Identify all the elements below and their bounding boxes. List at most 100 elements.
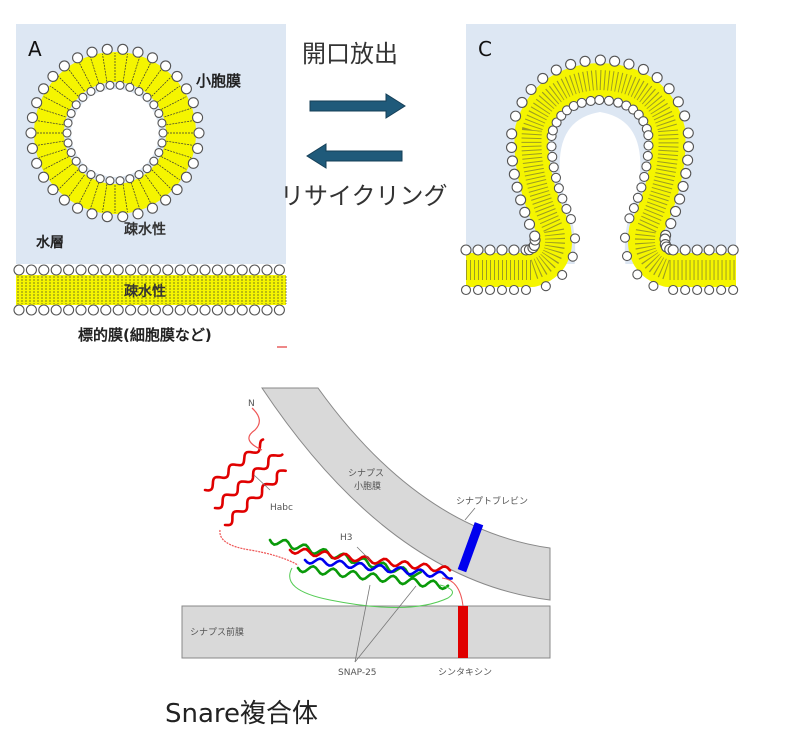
lipid-head xyxy=(63,138,73,148)
lipid-head xyxy=(137,304,149,316)
lipid-head xyxy=(112,304,124,316)
lipid-tail xyxy=(35,140,64,146)
target-hydrophobic-core xyxy=(16,275,286,305)
lipid-head xyxy=(95,174,105,184)
lipid-head xyxy=(25,127,37,139)
lipid-head xyxy=(95,82,105,92)
target-membrane xyxy=(13,264,287,316)
lipid-head xyxy=(585,95,596,106)
recycling-arrow-icon xyxy=(306,143,403,169)
lipid-head xyxy=(31,97,43,109)
lipid-head xyxy=(525,83,537,96)
vesicle-membrane-label: 小胞膜 xyxy=(196,72,241,90)
lipid-head xyxy=(63,118,73,128)
lipid-head xyxy=(550,172,562,183)
lipid-head xyxy=(78,92,88,102)
lipid-tail xyxy=(67,174,85,198)
lipid-head xyxy=(71,100,81,110)
target-hydrophobic-label: 疎水性 xyxy=(124,283,166,300)
lipid-head xyxy=(727,244,739,256)
lipid-head xyxy=(47,70,59,82)
lipid-head xyxy=(134,170,144,180)
lipid-head xyxy=(149,304,161,316)
lipid-head xyxy=(569,233,581,244)
lipid-head xyxy=(50,304,62,316)
lipid-tail xyxy=(89,56,100,84)
lipid-head xyxy=(579,55,591,67)
lipid-head xyxy=(87,304,99,316)
lipid-head xyxy=(162,304,174,316)
lipid-tail xyxy=(58,76,79,97)
lipid-head xyxy=(125,174,135,184)
synaptobrevin-callout xyxy=(464,507,476,521)
lipid-tail xyxy=(50,163,74,181)
snap25-callout-2 xyxy=(354,585,417,663)
lipid-head xyxy=(632,269,643,280)
lipid-head xyxy=(519,206,531,218)
lipid-head xyxy=(641,161,652,172)
lipid-head xyxy=(192,142,204,154)
lipid-head xyxy=(63,264,75,276)
lipid-head xyxy=(26,142,38,154)
lipid-tail xyxy=(67,68,85,92)
lipid-head xyxy=(86,208,98,220)
lipid-head xyxy=(682,141,695,153)
fusion-hydrophobic-core xyxy=(466,63,736,287)
vesicle-hydrophobic-label: 疎水性 xyxy=(124,221,166,238)
lipid-tail xyxy=(161,96,187,110)
lipid-head xyxy=(38,171,50,183)
lipid-head xyxy=(472,284,484,296)
lipid-head xyxy=(561,203,572,214)
lipid-head xyxy=(672,96,684,108)
lipid-head xyxy=(101,211,113,223)
lipid-head xyxy=(594,54,606,66)
lipid-head xyxy=(484,244,496,256)
habc-helix xyxy=(223,469,287,527)
fusion-pore-lumen xyxy=(559,112,641,300)
lipid-tail xyxy=(130,182,141,210)
lipid-head xyxy=(508,244,520,256)
lipid-head xyxy=(668,284,679,296)
lipid-head xyxy=(187,97,199,109)
lipid-head xyxy=(547,125,558,136)
lipid-tail xyxy=(138,179,152,205)
lipid-head xyxy=(162,264,174,276)
lipid-head xyxy=(648,280,659,291)
lipid-head xyxy=(105,80,115,90)
lipid-head xyxy=(31,157,43,169)
small-red-mark xyxy=(277,346,287,348)
lipid-tail xyxy=(156,163,180,181)
vesicle-membrane-label-1: シナプス xyxy=(348,468,384,479)
target-membrane-label: 標的膜(細胞膜など) xyxy=(78,326,212,344)
lipid-head xyxy=(38,304,50,316)
lipid-tail xyxy=(43,96,69,110)
h3-label: H3 xyxy=(340,533,353,543)
lipid-head xyxy=(187,157,199,169)
lipid-tail xyxy=(78,179,92,205)
fusion-pore-membrane xyxy=(460,54,739,305)
lipid-tail xyxy=(102,184,108,213)
lipid-head xyxy=(87,264,99,276)
lipid-head xyxy=(553,183,564,194)
lipid-head xyxy=(187,304,199,316)
lipid-head xyxy=(158,128,168,138)
lipid-tail xyxy=(166,140,195,146)
lipid-head xyxy=(669,205,682,218)
lipid-head xyxy=(154,108,164,119)
panel-a-label: A xyxy=(28,37,42,61)
lipid-head xyxy=(529,230,541,242)
lipid-head xyxy=(704,284,715,296)
lipid-head xyxy=(149,156,159,166)
lipid-head xyxy=(105,176,115,186)
snap25-callout-1 xyxy=(354,584,371,663)
lipid-head xyxy=(609,55,621,67)
lipid-head xyxy=(180,83,192,95)
lipid-head xyxy=(516,96,528,108)
lipid-head xyxy=(642,150,653,162)
lipid-head xyxy=(632,192,643,203)
lipid-head xyxy=(567,251,578,262)
lipid-head xyxy=(691,244,703,256)
lipid-head xyxy=(174,304,186,316)
lipid-head xyxy=(643,130,654,141)
synaptic-vesicle-membrane xyxy=(261,387,551,601)
